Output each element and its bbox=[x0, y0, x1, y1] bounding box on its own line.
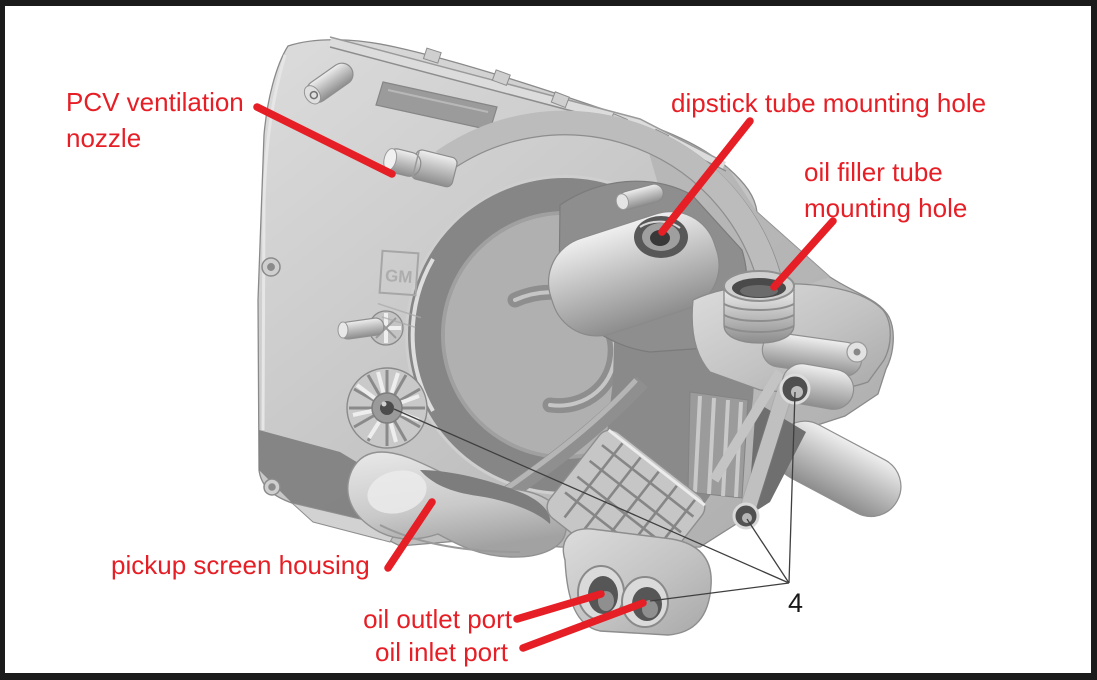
gm-logo: GM bbox=[377, 249, 422, 328]
shaft-stud bbox=[337, 310, 404, 346]
pickup-screen-housing-part bbox=[347, 451, 567, 558]
pcv-nozzle-part bbox=[383, 148, 458, 188]
arrow-oil-outlet bbox=[513, 590, 605, 623]
leader-line-group bbox=[393, 391, 796, 602]
leader-line-to-bottom-hole bbox=[746, 518, 790, 584]
arrow-oil-filler bbox=[770, 217, 837, 291]
oil-filler-neck bbox=[723, 270, 795, 344]
frame-border-left bbox=[0, 0, 5, 680]
gerotor-rotor bbox=[346, 367, 428, 449]
pocket-stud bbox=[615, 183, 664, 211]
frame-border-right bbox=[1091, 0, 1097, 680]
corner-stud bbox=[303, 62, 354, 105]
filler-housing bbox=[691, 270, 891, 393]
label-oil-filler-tube-mounting-hole: oil filler tube mounting hole bbox=[804, 157, 968, 223]
label-oil-outlet-port: oil outlet port bbox=[363, 604, 512, 634]
arrow-pickup bbox=[384, 498, 436, 572]
edge-bosses bbox=[261, 257, 281, 496]
frame-border-bottom bbox=[0, 673, 1097, 680]
leader-line-to-rotor bbox=[393, 408, 790, 584]
label-pickup-screen-housing: pickup screen housing bbox=[111, 550, 370, 580]
label-pcv-ventilation-nozzle: PCV ventilation nozzle bbox=[66, 87, 244, 153]
dipstick-boss bbox=[634, 216, 688, 258]
gm-logo-text: GM bbox=[384, 266, 413, 287]
leader-line-to-port bbox=[649, 582, 790, 602]
label-callout-count-4: 4 bbox=[788, 588, 804, 618]
arrow-pcv bbox=[253, 103, 396, 178]
arrow-dipstick bbox=[658, 117, 754, 236]
frame-border-top bbox=[0, 0, 1097, 6]
arrow-oil-inlet bbox=[519, 599, 647, 652]
leader-line-to-top-hole bbox=[788, 391, 796, 584]
mounting-bracket bbox=[709, 363, 902, 530]
rib-cluster bbox=[687, 391, 749, 499]
bolt-hole-bottom bbox=[732, 502, 760, 530]
label-oil-inlet-port: oil inlet port bbox=[375, 637, 508, 667]
red-arrow-group bbox=[253, 103, 837, 652]
label-dipstick-tube-mounting-hole: dipstick tube mounting hole bbox=[671, 88, 987, 118]
